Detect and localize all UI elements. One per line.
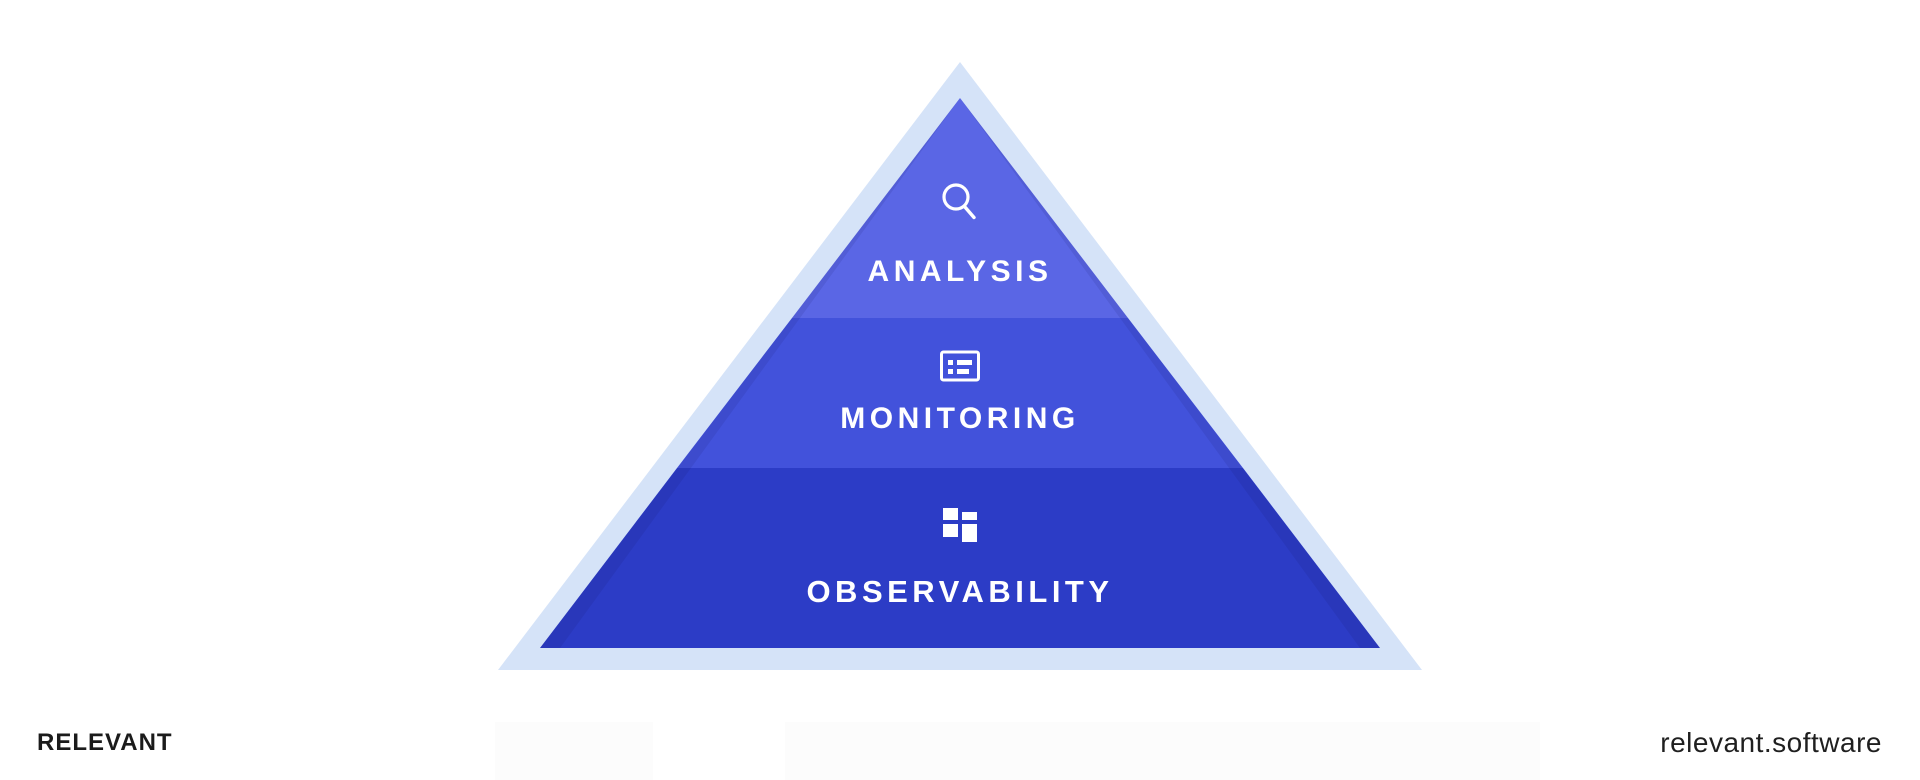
background-artifact	[785, 722, 1540, 780]
magnifier-icon	[942, 183, 976, 220]
pyramid-layer-observability	[540, 468, 1380, 648]
pyramid-layer-monitoring	[677, 318, 1243, 468]
website-text: relevant.software	[1660, 727, 1882, 758]
dashboard-grid-icon	[943, 508, 977, 542]
background-artifact	[495, 722, 653, 780]
pyramid-label-observability: OBSERVABILITY	[806, 574, 1114, 609]
list-card-icon	[940, 350, 980, 382]
pyramid-right-edge-shade	[960, 98, 1380, 648]
pyramid-left-edge-shade	[540, 98, 960, 648]
pyramid-label-monitoring: MONITORING	[840, 402, 1080, 435]
pyramid-label-analysis: ANALYSIS	[867, 255, 1053, 288]
brand-logo: RELEVANT	[37, 729, 173, 756]
